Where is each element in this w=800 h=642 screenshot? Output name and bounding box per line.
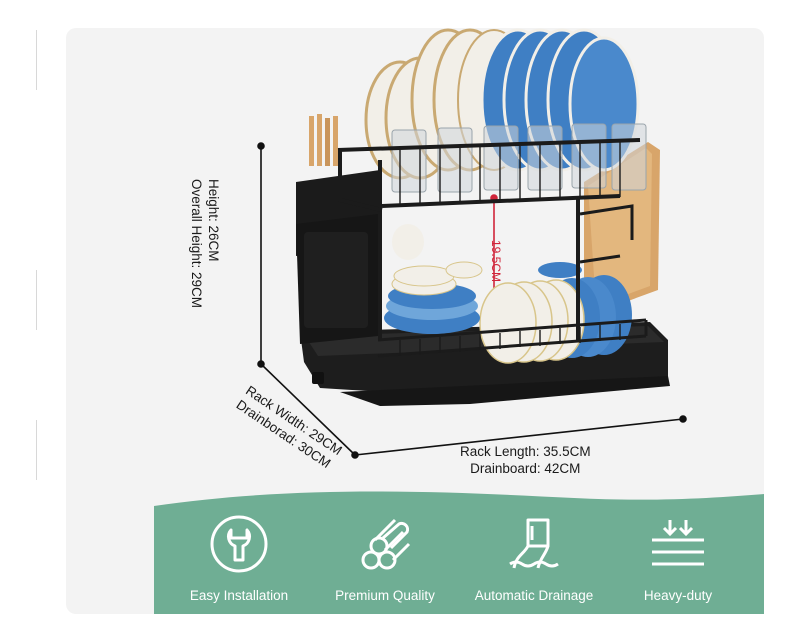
feature-list: Easy Installation Premium Quality Automa… bbox=[154, 484, 764, 614]
height-dimension-line bbox=[257, 142, 265, 368]
feature-label: Easy Installation bbox=[189, 588, 289, 603]
side-hooks bbox=[579, 204, 634, 264]
feature-band bbox=[154, 491, 764, 614]
height-text: Height: 26CM bbox=[206, 179, 221, 262]
height-dimension-label: Height: 26CM Overall Height: 29CM bbox=[188, 179, 222, 308]
feature-automatic-drainage: Automatic Drainage bbox=[459, 484, 609, 614]
down-arrows-weight-icon bbox=[652, 520, 704, 566]
rack-length-text: Rack Length: 35.5CM bbox=[460, 444, 591, 459]
length-dimension-line bbox=[354, 415, 687, 456]
left-edge-marker bbox=[36, 270, 37, 330]
stacked-rods-icon bbox=[361, 518, 411, 570]
feature-label: Heavy-duty bbox=[643, 588, 713, 603]
feature-premium-quality: Premium Quality bbox=[310, 484, 460, 614]
drainboard-length-text: Drainboard: 42CM bbox=[470, 461, 581, 476]
feature-label: Premium Quality bbox=[335, 588, 435, 603]
feature-label: Automatic Drainage bbox=[474, 588, 594, 603]
feature-heavy-duty: Heavy-duty bbox=[603, 484, 753, 614]
width-dimension-line bbox=[260, 363, 359, 459]
drainage-spout-icon bbox=[509, 518, 559, 569]
wrench-circle-icon bbox=[210, 515, 268, 573]
left-edge-marker bbox=[36, 420, 37, 480]
lower-plates bbox=[479, 262, 632, 364]
feature-easy-installation: Easy Installation bbox=[164, 484, 314, 614]
left-edge-marker bbox=[36, 30, 37, 90]
lower-tier-frame bbox=[377, 318, 648, 358]
length-dimension-label: Rack Length: 35.5CM Drainboard: 42CM bbox=[460, 443, 591, 477]
tier-gap-label: 19.5CM bbox=[489, 240, 503, 283]
overall-height-text: Overall Height: 29CM bbox=[189, 179, 204, 309]
bowl-stack bbox=[384, 224, 483, 334]
utensil-holder bbox=[296, 114, 380, 344]
